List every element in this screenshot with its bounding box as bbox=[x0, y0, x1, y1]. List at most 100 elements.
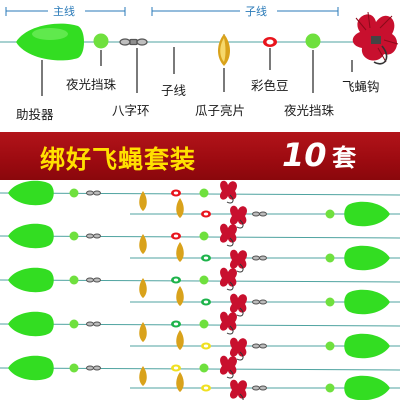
fly-hook-icon bbox=[226, 237, 234, 247]
casting-float-icon bbox=[16, 23, 84, 61]
glow-bead-icon bbox=[69, 188, 79, 198]
banner-title: 绑好飞蝇套装 bbox=[40, 145, 197, 174]
rig-sets-display bbox=[0, 180, 400, 400]
swivel-label: 八字环 bbox=[112, 103, 150, 118]
glow-bead-icon bbox=[93, 33, 109, 49]
swivel-icon bbox=[119, 38, 148, 46]
fly-hook-icon bbox=[352, 11, 399, 65]
sub-line-label: 子线 bbox=[161, 83, 187, 98]
swivel-icon bbox=[259, 385, 267, 391]
glow-bead-icon bbox=[69, 275, 79, 285]
spinner-blade-icon bbox=[139, 322, 147, 342]
fly-hook-icon bbox=[239, 393, 244, 400]
glow-bead-label: 夜光挡珠 bbox=[66, 77, 117, 92]
spinner-blade-icon bbox=[176, 242, 184, 262]
fly-hook-icon bbox=[219, 223, 238, 243]
swivel-icon bbox=[86, 365, 94, 371]
color-bean-icon bbox=[203, 256, 209, 260]
glow-bead-icon bbox=[325, 297, 335, 307]
color-bean-icon bbox=[173, 191, 179, 195]
fly-hook-icon bbox=[219, 311, 238, 331]
fly-hook-icon bbox=[219, 355, 238, 375]
swivel-icon bbox=[252, 343, 260, 349]
glow-bead-icon bbox=[325, 209, 335, 219]
glow-bead-icon bbox=[199, 231, 209, 241]
spinner-blade-label: 瓜子亮片 bbox=[195, 103, 246, 118]
glow-bead-right-label: 夜光挡珠 bbox=[284, 103, 335, 118]
glow-bead-icon bbox=[325, 253, 335, 263]
main-line-bracket bbox=[5, 7, 126, 16]
color-bean-icon bbox=[203, 212, 209, 216]
glow-bead-icon bbox=[199, 319, 209, 329]
glow-bead-icon bbox=[69, 231, 79, 241]
glow-bead-icon bbox=[199, 363, 209, 373]
fly-hook-icon bbox=[229, 337, 248, 357]
swivel-icon bbox=[252, 255, 260, 261]
spinner-blade-icon bbox=[218, 34, 230, 66]
fly-hook-icon bbox=[229, 205, 248, 225]
fly-hook-icon bbox=[236, 219, 244, 229]
swivel-icon bbox=[259, 255, 267, 261]
fly-hook-icon bbox=[226, 325, 234, 335]
fly-hook-icon bbox=[229, 379, 248, 399]
swivel-icon bbox=[259, 211, 267, 217]
title-banner: 绑好飞蝇套装 10 套 bbox=[0, 132, 400, 180]
swivel-icon bbox=[93, 365, 101, 371]
casting-float-icon bbox=[344, 289, 390, 315]
swivel-icon bbox=[93, 233, 101, 239]
swivel-icon bbox=[252, 299, 260, 305]
glow-bead-icon bbox=[305, 33, 321, 49]
swivel-icon bbox=[86, 190, 94, 196]
casting-float-icon bbox=[344, 375, 390, 400]
set-count: 10 套 bbox=[282, 136, 356, 174]
color-bean-icon bbox=[203, 386, 209, 390]
set-count-number: 10 bbox=[282, 136, 327, 174]
glow-bead-icon bbox=[199, 188, 209, 198]
swivel-icon bbox=[93, 277, 101, 283]
casting-float-icon bbox=[8, 355, 54, 381]
casting-float-icon bbox=[344, 201, 390, 227]
color-bean-icon bbox=[173, 234, 179, 238]
swivel-icon bbox=[93, 190, 101, 196]
casting-float-icon bbox=[8, 180, 54, 206]
spinner-blade-icon bbox=[139, 234, 147, 254]
casting-float-icon bbox=[344, 333, 390, 359]
glow-bead-icon bbox=[325, 341, 335, 351]
swivel-icon bbox=[93, 321, 101, 327]
spinner-blade-icon bbox=[176, 286, 184, 306]
sub-line-bracket bbox=[151, 7, 339, 16]
glow-bead-icon bbox=[69, 363, 79, 373]
spinner-blade-icon bbox=[139, 278, 147, 298]
color-bean-icon bbox=[173, 322, 179, 326]
swivel-icon bbox=[259, 343, 267, 349]
fly-hook-icon bbox=[226, 194, 234, 204]
fly-hook-icon bbox=[219, 180, 238, 200]
color-bean-icon bbox=[173, 278, 179, 282]
casting-float-icon bbox=[344, 245, 390, 271]
color-bean-icon bbox=[173, 366, 179, 370]
spinner-blade-icon bbox=[176, 198, 184, 218]
swivel-icon bbox=[86, 233, 94, 239]
spinner-blade-icon bbox=[176, 372, 184, 392]
spinner-blade-icon bbox=[176, 330, 184, 350]
set-count-unit: 套 bbox=[332, 144, 357, 172]
spinner-blade-icon bbox=[139, 191, 147, 211]
swivel-icon bbox=[252, 211, 260, 217]
casting-float-icon bbox=[8, 267, 54, 293]
spinner-blade-icon bbox=[139, 366, 147, 386]
casting-float-icon bbox=[8, 311, 54, 337]
fly-hook-label: 飞蝇钩 bbox=[342, 79, 380, 94]
color-bean-icon bbox=[203, 300, 209, 304]
glow-bead-icon bbox=[199, 275, 209, 285]
fly-hook-icon bbox=[219, 267, 238, 287]
fly-hook-icon bbox=[229, 293, 248, 313]
glow-bead-icon bbox=[325, 383, 335, 393]
swivel-icon bbox=[86, 321, 94, 327]
color-bean-label: 彩色豆 bbox=[251, 78, 289, 93]
swivel-icon bbox=[252, 385, 260, 391]
fly-hook-icon bbox=[226, 369, 234, 379]
label-pointers bbox=[41, 47, 353, 96]
fly-hook-icon bbox=[236, 263, 244, 273]
swivel-icon bbox=[259, 299, 267, 305]
